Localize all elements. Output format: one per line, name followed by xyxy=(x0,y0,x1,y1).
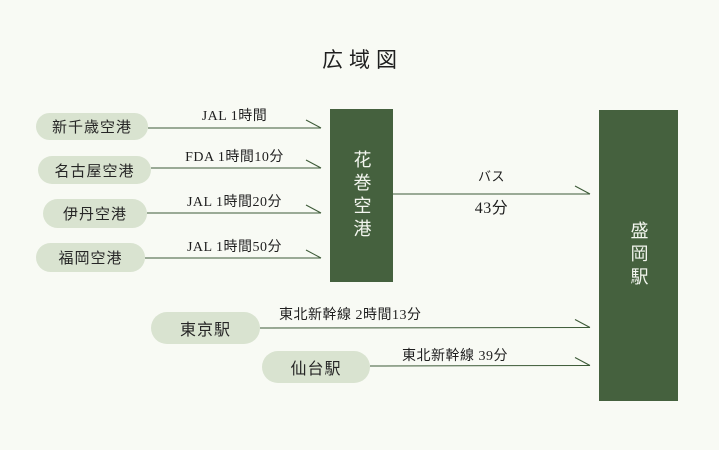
node-label: 名古屋空港 xyxy=(54,163,135,180)
node-label: 東京駅 xyxy=(179,322,231,339)
node-tokyo-station: 東京駅 xyxy=(151,312,260,344)
route-label-jal-1h: JAL 1時間 xyxy=(201,109,268,124)
route-label-bus: バス xyxy=(477,169,505,184)
route-label-shinkansen-sendai: 東北新幹線 39分 xyxy=(402,349,508,364)
arrow-hanamaki-morioka-bus xyxy=(393,185,591,195)
node-fukuoka-airport: 福岡空港 xyxy=(36,243,145,272)
node-label: 新千歳空港 xyxy=(51,120,132,136)
hub-label: 盛岡駅 xyxy=(628,221,649,290)
node-nagoya-airport: 名古屋空港 xyxy=(38,156,151,184)
arrow-fukuoka-hanamaki xyxy=(145,249,322,259)
node-hanamaki-airport: 花巻空港 xyxy=(330,109,393,282)
route-label-bus-duration: 43分 xyxy=(474,200,509,217)
arrow-shinchitose-hanamaki xyxy=(148,119,322,129)
node-itami-airport: 伊丹空港 xyxy=(43,199,147,228)
node-label: 伊丹空港 xyxy=(62,207,127,223)
hub-label: 花巻空港 xyxy=(351,149,372,242)
route-label-fda-1h10m: FDA 1時間10分 xyxy=(185,150,284,165)
node-label: 仙台駅 xyxy=(290,361,342,378)
arrow-itami-hanamaki xyxy=(147,204,322,214)
node-label: 福岡空港 xyxy=(58,251,123,267)
node-sendai-station: 仙台駅 xyxy=(262,351,370,383)
route-label-jal-1h20m: JAL 1時間20分 xyxy=(186,195,283,210)
page-title: 広域図 xyxy=(322,48,403,72)
arrow-sendai-morioka xyxy=(369,357,591,367)
node-shinchitose-airport: 新千歳空港 xyxy=(36,113,148,140)
arrow-tokyo-morioka xyxy=(259,319,591,329)
arrow-nagoya-hanamaki xyxy=(151,159,322,169)
route-label-shinkansen-tokyo: 東北新幹線 2時間13分 xyxy=(279,308,422,323)
route-label-jal-1h50m: JAL 1時間50分 xyxy=(186,240,283,255)
node-morioka-station: 盛岡駅 xyxy=(599,110,678,401)
